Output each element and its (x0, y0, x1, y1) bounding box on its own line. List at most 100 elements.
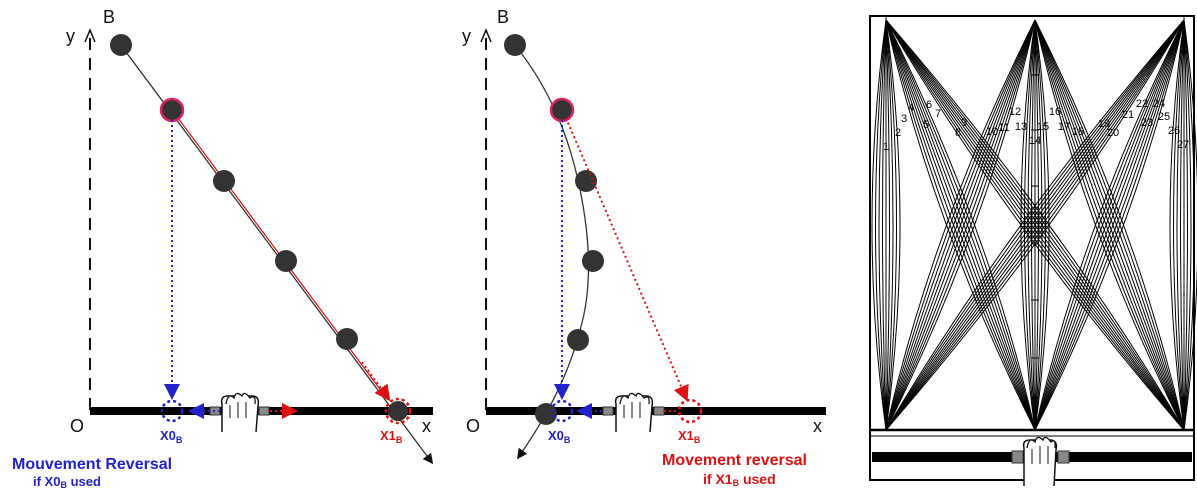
right-handle-left (1011, 450, 1024, 464)
fan-line (885, 19, 1185, 431)
left-panel: y B O x X0B X1B (12, 7, 434, 488)
fan-line (885, 19, 1185, 431)
fan-line (1173, 19, 1185, 431)
left-dot-highlight (159, 97, 185, 123)
mid-dot (567, 329, 589, 351)
left-x-label: x (422, 416, 431, 436)
line-number-label: 7 (935, 108, 941, 120)
fan-line (885, 19, 1185, 431)
fan-line (1183, 19, 1197, 431)
fan-line (885, 19, 1036, 431)
fan-line (885, 19, 1036, 431)
right-handle-right (1057, 450, 1070, 464)
line-number-label: 19 (1098, 118, 1110, 130)
mid-x0-label: X0B (548, 428, 571, 445)
fan-line (885, 19, 1185, 431)
left-point-b-label: B (103, 7, 115, 27)
left-x0-label: X0B (160, 428, 183, 445)
line-number-label: 23 (1141, 117, 1153, 129)
fan-line (1034, 19, 1185, 431)
mid-x-label: x (813, 416, 822, 436)
left-handle-right (258, 406, 270, 416)
fan-line (885, 19, 1185, 431)
mid-x1-marker (677, 398, 703, 424)
line-number-label: 24 (1153, 98, 1165, 110)
fan-line (885, 19, 1185, 431)
line-number-label: 21 (1122, 109, 1134, 121)
fan-line (1034, 19, 1185, 431)
fan-line (1176, 19, 1185, 431)
line-number-label: 12 (1009, 106, 1021, 118)
mid-x1-label: X1B (678, 428, 701, 445)
line-number-label: 2 (895, 127, 901, 139)
fan-line (885, 19, 897, 431)
left-origin-label: O (70, 416, 84, 436)
line-number-label: 16 (1049, 106, 1061, 118)
mid-dot (575, 170, 597, 192)
fan-line (1034, 19, 1185, 431)
fan-line (885, 19, 1036, 431)
mid-handle-left (602, 406, 614, 416)
left-x1-marker (384, 397, 412, 425)
line-number-label: 9 (961, 117, 967, 129)
mid-y-label: y (462, 26, 471, 46)
left-red-projection (361, 361, 391, 402)
fan-line (885, 19, 1036, 431)
line-number-label: 11 (998, 122, 1009, 134)
mid-y-arrow-icon (480, 28, 492, 43)
line-number-label: 25 (1158, 111, 1170, 123)
fan-line (1183, 19, 1192, 431)
fan-line (885, 19, 1036, 431)
line-number-label: 20 (1107, 127, 1119, 139)
left-x1-label: X1B (380, 428, 403, 445)
left-y-arrow-icon (84, 28, 96, 43)
left-dot (275, 250, 297, 272)
line-number-label: 15 (1037, 121, 1049, 133)
fan-line (1034, 19, 1185, 431)
mid-dot-end (535, 403, 557, 425)
mid-dot (582, 250, 604, 272)
left-caption-line2: if X0B used (33, 474, 101, 488)
line-number-label: 6 (926, 99, 932, 111)
mid-red-projection (565, 117, 689, 402)
left-hand-icon (220, 392, 260, 433)
line-number-label: 14 (1029, 135, 1041, 147)
fan-line (1034, 19, 1185, 431)
fan-line (1034, 19, 1185, 431)
line-number-label: 5 (923, 119, 929, 131)
left-dot-end (388, 401, 408, 421)
fan-line (1180, 19, 1185, 431)
line-number-label: 10 (986, 126, 998, 138)
mid-x0-marker (550, 399, 574, 423)
mid-dot-highlight (549, 97, 575, 123)
line-number-label: 17 (1058, 121, 1070, 133)
mid-point-b-label: B (497, 7, 509, 27)
fan-line (1183, 19, 1188, 431)
mid-origin-label: O (466, 416, 480, 436)
mid-handle-right (653, 406, 665, 416)
mid-dot (504, 34, 526, 56)
line-number-label: 4 (908, 102, 914, 114)
middle-panel: y B O x X0B X1B Movement reversa (462, 7, 826, 488)
line-number-label: 13 (1015, 121, 1027, 133)
line-number-label: 27 (1177, 139, 1189, 151)
line-number-label: 18 (1072, 126, 1084, 138)
fan-line (885, 19, 901, 431)
line-number-label: 22 (1136, 98, 1148, 110)
fan-line (885, 19, 1185, 431)
right-fan-lines (871, 19, 1197, 431)
fan-line (1183, 19, 1195, 431)
left-dot (213, 170, 235, 192)
fan-line (871, 19, 887, 431)
right-hand-icon (1022, 436, 1058, 487)
left-y-label: y (66, 26, 75, 46)
fan-line (885, 19, 1036, 431)
left-dot (336, 328, 358, 350)
line-number-label: 1 (883, 141, 889, 153)
fan-line (885, 19, 1185, 431)
line-number-label: 8 (955, 127, 961, 139)
mid-caption-line2: if X1B used (703, 471, 776, 488)
right-center-ticks (1031, 74, 1039, 421)
